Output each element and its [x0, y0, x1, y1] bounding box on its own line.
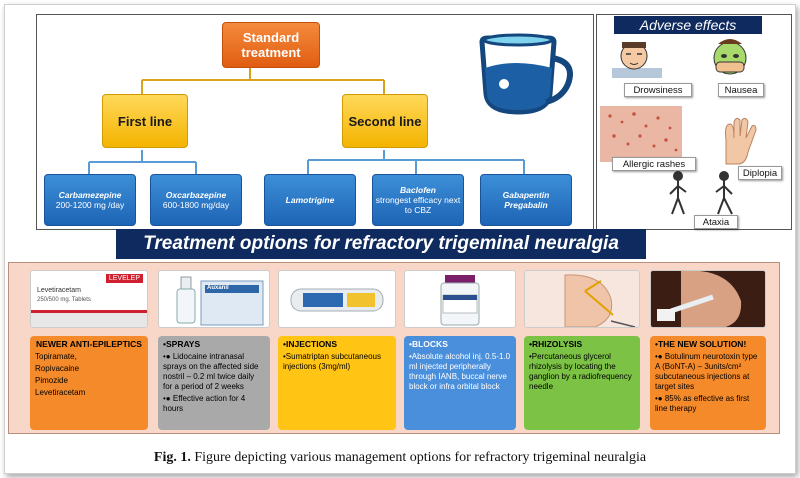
- rhizolysis-face-thumbnail: [524, 270, 640, 328]
- option-line: Levetiracetam: [35, 388, 86, 397]
- drug-name: Gabapentin: [502, 190, 550, 200]
- option-line: •Absolute alcohol inj. 0.5-1.0 ml inject…: [409, 352, 511, 391]
- drug-node-lamotrigine: Lamotrigine: [264, 174, 356, 226]
- drug-detail: 600-1800 mg/day: [162, 200, 230, 210]
- option-title: •BLOCKS: [409, 339, 448, 349]
- option-card-newer-antiepileptics: NEWER ANTI-EPILEPTICS Topiramate, Ropiva…: [30, 336, 148, 430]
- drug-node-baclofen: Baclofen strongest efficacy next to CBZ: [372, 174, 464, 226]
- nasal-spray-thumbnail: Auxanil: [158, 270, 270, 328]
- drug-name: Lamotrigine: [285, 195, 335, 205]
- levetiracetam-label: Levetiracetam: [37, 287, 81, 294]
- drowsiness-illustration-icon: [612, 42, 662, 78]
- nausea-illustration-icon: [713, 39, 747, 75]
- standard-treatment-node: Standard treatment: [222, 22, 320, 68]
- option-card-injections: •INJECTIONS •Sumatriptan subcutaneous in…: [278, 336, 396, 430]
- option-line: Pimozide: [35, 376, 68, 385]
- option-line: •Sumatriptan subcutaneous injections (3m…: [283, 352, 381, 371]
- option-line: •Percutaneous glycerol rhizolysis by loc…: [529, 352, 632, 391]
- option-card-new-solution: •THE NEW SOLUTION! •● Botulinum neurotox…: [650, 336, 766, 430]
- option-line: •● Botulinum neurotoxin type A (BoNT-A) …: [655, 352, 758, 391]
- option-line: •● Effective action for 4 hours: [163, 394, 246, 413]
- option-title: NEWER ANTI-EPILEPTICS: [36, 339, 142, 349]
- option-line: •● 85% as effective as first line therap…: [655, 394, 750, 413]
- sumatriptan-injector-thumbnail: [278, 270, 396, 328]
- adverse-drowsiness-label: Drowsiness: [624, 83, 692, 97]
- teacup-logo-icon: [479, 33, 573, 115]
- option-line: Topiramate,: [35, 352, 77, 361]
- drug-name: Carbamezepine: [58, 190, 122, 200]
- figure-caption-text: Figure depicting various management opti…: [194, 450, 647, 465]
- drug-detail: strongest efficacy next to CBZ: [375, 195, 461, 215]
- option-title: •THE NEW SOLUTION!: [655, 339, 747, 349]
- adverse-nausea-label: Nausea: [718, 83, 764, 97]
- allergic-rash-photo-icon: [600, 106, 682, 162]
- adverse-ataxia-label: Ataxia: [694, 215, 738, 229]
- first-line-node: First line: [102, 94, 188, 148]
- diplopia-hand-icon: [712, 114, 768, 166]
- drug-node-gabapentin: Gabapentin Pregabalin: [480, 174, 572, 226]
- adverse-allergic-rashes-label: Allergic rashes: [612, 157, 696, 171]
- levetiracetam-box-thumbnail: LEVELEP Levetiracetam 250/500 mg. Tablet…: [30, 270, 148, 328]
- figure-caption: Fig. 1. Figure depicting various managem…: [0, 450, 800, 466]
- alcohol-vial-thumbnail: [404, 270, 516, 328]
- second-line-node: Second line: [342, 94, 428, 148]
- drug-node-oxcarbazepine: Oxcarbazepine 600-1800 mg/day: [150, 174, 242, 226]
- botox-injection-thumbnail: [650, 270, 766, 328]
- option-title: •RHIZOLYSIS: [529, 339, 583, 349]
- levetiracetam-dose: 250/500 mg. Tablets: [37, 297, 91, 303]
- drug-detail: Pregabalin: [504, 200, 548, 210]
- drug-name: Baclofen: [400, 185, 436, 195]
- figure-caption-label: Fig. 1.: [153, 450, 191, 465]
- spray-brand: Auxanil: [207, 285, 229, 291]
- tree-connectors: [88, 60, 525, 174]
- adverse-effects-title: Adverse effects: [614, 16, 762, 34]
- option-title: •SPRAYS: [163, 339, 201, 349]
- drug-name: Oxcarbazepine: [165, 190, 227, 200]
- levetiracetam-brand: LEVELEP: [105, 274, 143, 283]
- adverse-diplopia-label: Diplopia: [738, 166, 782, 180]
- option-title: •INJECTIONS: [283, 339, 337, 349]
- drug-node-carbamezepine: Carbamezepine 200-1200 mg /day: [44, 174, 136, 226]
- option-card-sprays: •SPRAYS •● Lidocaine intranasal sprays o…: [158, 336, 270, 430]
- ataxia-figures-icon: [662, 168, 744, 220]
- drug-detail: 200-1200 mg /day: [55, 200, 125, 210]
- option-card-blocks: •BLOCKS •Absolute alcohol inj. 0.5-1.0 m…: [404, 336, 516, 430]
- option-line: •● Lidocaine intranasal sprays on the af…: [163, 352, 259, 391]
- option-card-rhizolysis: •RHIZOLYSIS •Percutaneous glycerol rhizo…: [524, 336, 640, 430]
- refractory-options-title: Treatment options for refractory trigemi…: [116, 229, 646, 259]
- option-line: Ropivacaine: [35, 364, 80, 373]
